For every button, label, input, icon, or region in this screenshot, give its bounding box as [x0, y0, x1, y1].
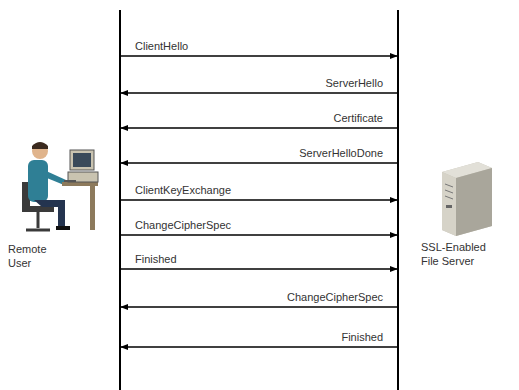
participant-lane: SSL-Enabled File Server: [397, 10, 519, 390]
message-arrow: [121, 92, 397, 94]
message-label: ServerHelloDone: [299, 147, 383, 160]
message-arrow: [121, 162, 397, 164]
participant-label: SSL-Enabled File Server: [421, 240, 503, 268]
message-label: Finished: [341, 331, 383, 344]
message-label: ClientHello: [135, 40, 188, 53]
message-label: Finished: [135, 253, 177, 266]
message-label: ChangeCipherSpec: [135, 219, 231, 232]
message-label: ChangeCipherSpec: [287, 291, 383, 304]
message-arrow: [121, 306, 397, 308]
message-arrow: [121, 234, 397, 236]
message-arrow: [121, 127, 397, 129]
message-label: ClientKeyExchange: [135, 184, 231, 197]
message-label: Certificate: [333, 112, 383, 125]
server-icon: [442, 162, 492, 236]
message-arrow: [121, 268, 397, 270]
message-arrow: [121, 346, 397, 348]
participant-lane: Remote User: [0, 10, 121, 390]
participant-label: Remote User: [8, 242, 60, 270]
message-label: ServerHello: [326, 77, 383, 90]
user-figure: [22, 142, 98, 230]
message-arrow: [121, 199, 397, 201]
message-arrow: [121, 55, 397, 57]
